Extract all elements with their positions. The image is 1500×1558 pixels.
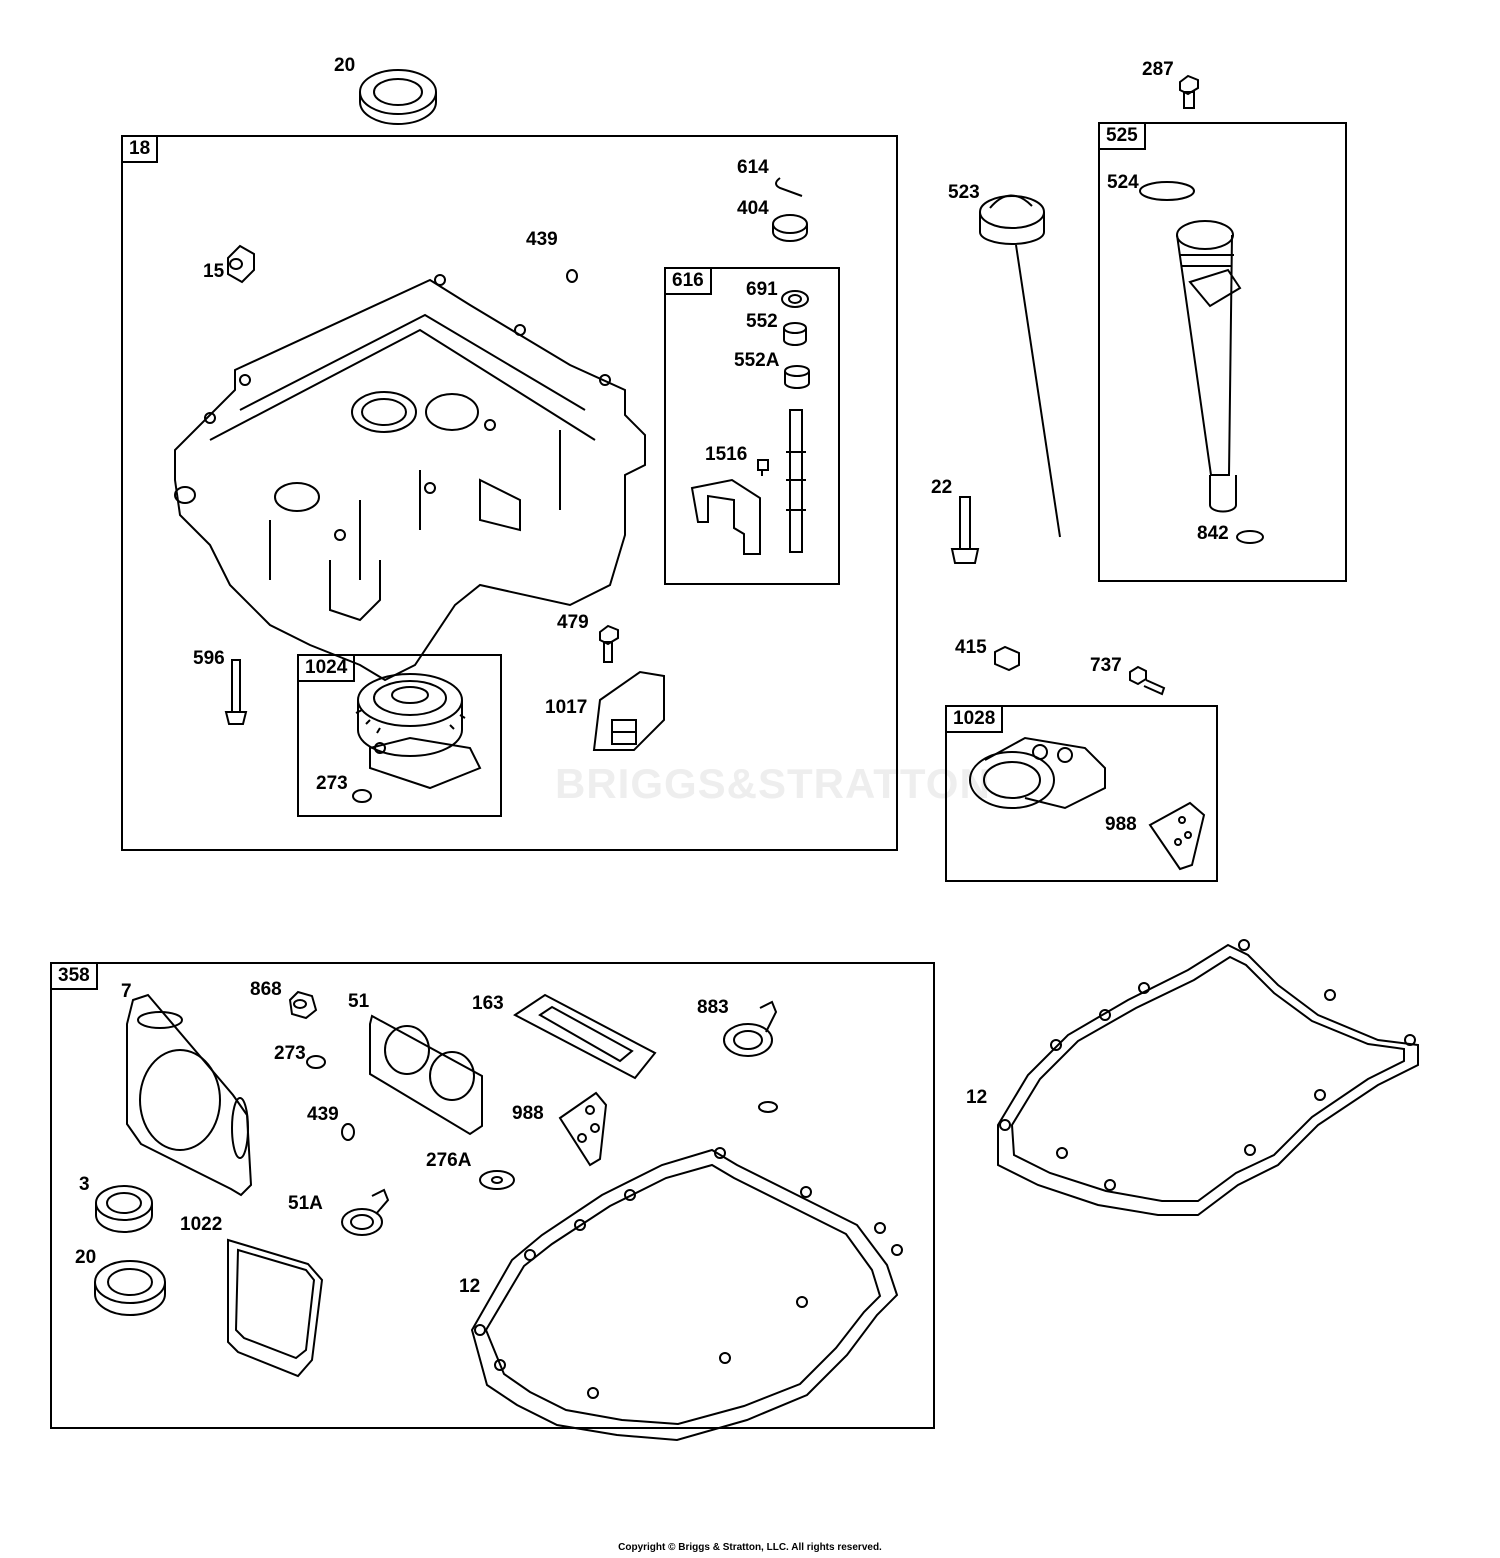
base-gasket-12-right-part xyxy=(997,939,1419,1216)
label-7: 7 xyxy=(121,981,132,1002)
o-ring-842-part xyxy=(1236,530,1264,544)
bracket-part xyxy=(690,478,761,555)
label-691: 691 xyxy=(746,279,778,300)
label-12-bot: 12 xyxy=(459,1276,481,1297)
group-616-box: 616 xyxy=(664,267,840,585)
bolt-287-part xyxy=(1179,74,1199,109)
screw-1516-part xyxy=(757,459,769,476)
head-gasket-7-part xyxy=(126,993,253,1197)
filter-adapter-1028-part xyxy=(969,736,1106,810)
group-616-tag: 616 xyxy=(664,267,712,295)
washer-404-part xyxy=(772,214,808,242)
label-523: 523 xyxy=(948,182,980,203)
ring-439-top-part xyxy=(566,269,578,283)
label-20-top: 20 xyxy=(334,55,356,76)
shaft-part xyxy=(786,409,806,553)
label-883: 883 xyxy=(697,997,729,1018)
group-358-tag: 358 xyxy=(50,962,98,990)
clip-614-part xyxy=(775,177,803,197)
group-525-tag: 525 xyxy=(1098,122,1146,150)
label-404: 404 xyxy=(737,198,769,219)
group-1028-box: 1028 xyxy=(945,705,1218,882)
label-524: 524 xyxy=(1107,172,1139,193)
label-842: 842 xyxy=(1197,523,1229,544)
cap-15-part xyxy=(227,244,255,284)
label-596: 596 xyxy=(193,648,225,669)
label-552A: 552A xyxy=(734,350,780,371)
cap-868-part xyxy=(288,990,318,1020)
seal-3-part xyxy=(95,1185,153,1233)
bolt-596-part xyxy=(224,659,248,725)
label-287: 287 xyxy=(1142,59,1174,80)
label-276A: 276A xyxy=(426,1150,472,1171)
seal-20-bot-part xyxy=(94,1260,166,1316)
group-1024-box: 1024 xyxy=(297,654,502,817)
label-15: 15 xyxy=(203,261,225,282)
label-737: 737 xyxy=(1090,655,1122,676)
label-163: 163 xyxy=(472,993,504,1014)
label-1017: 1017 xyxy=(545,697,588,718)
seal-20-part xyxy=(359,69,437,125)
label-415: 415 xyxy=(955,637,987,658)
bracket-1017-part xyxy=(592,670,665,751)
brand-watermark: BRIGGS&STRATTON xyxy=(555,760,991,807)
label-22: 22 xyxy=(931,477,953,498)
label-273-top: 273 xyxy=(316,773,348,794)
gasket-51A-part xyxy=(341,1188,390,1236)
bushing-552A-part xyxy=(784,365,810,389)
group-358-box: 358 xyxy=(50,962,935,1429)
oil-pump-1024-part xyxy=(355,673,482,790)
label-988-bot: 988 xyxy=(512,1103,544,1124)
bolt-737-part xyxy=(1129,665,1166,696)
group-18-box: 18 xyxy=(121,135,898,851)
bolt-479-part xyxy=(599,624,619,663)
label-1516: 1516 xyxy=(705,444,748,465)
ring-small-part xyxy=(758,1101,778,1113)
group-1028-tag: 1028 xyxy=(945,705,1004,733)
label-439-bot: 439 xyxy=(307,1104,339,1125)
plug-415-part xyxy=(994,645,1020,672)
label-552: 552 xyxy=(746,311,778,332)
washer-276A-part xyxy=(479,1170,515,1190)
o-ring-524-part xyxy=(1139,181,1195,201)
gasket-988-bot-part xyxy=(558,1091,608,1167)
ring-273-top-part xyxy=(352,789,372,803)
label-1022: 1022 xyxy=(180,1214,223,1235)
dipstick-tube-part xyxy=(1176,220,1242,513)
label-12-right: 12 xyxy=(966,1087,988,1108)
ring-439-bot-part xyxy=(341,1123,355,1141)
label-273-bot: 273 xyxy=(274,1043,306,1064)
gasket-163-part xyxy=(513,993,657,1080)
base-gasket-12-bot-part xyxy=(470,1147,903,1442)
label-479: 479 xyxy=(557,612,589,633)
crankcase-part xyxy=(174,274,646,682)
label-614: 614 xyxy=(737,157,769,178)
label-51: 51 xyxy=(348,991,370,1012)
group-18-tag: 18 xyxy=(121,135,159,163)
gasket-883-part xyxy=(723,1000,778,1057)
bushing-552-part xyxy=(783,322,807,346)
gasket-1022-part xyxy=(227,1238,324,1378)
copyright-footer: Copyright © Briggs & Stratton, LLC. All … xyxy=(618,1542,882,1553)
gasket-988-top-part xyxy=(1148,801,1206,871)
label-20-bot: 20 xyxy=(75,1247,97,1268)
label-988-top: 988 xyxy=(1105,814,1137,835)
gasket-51-part xyxy=(369,1014,483,1136)
label-51A: 51A xyxy=(288,1193,323,1214)
dipstick-523-part xyxy=(979,194,1061,538)
label-868: 868 xyxy=(250,979,282,1000)
bolt-22-part xyxy=(950,496,980,564)
label-439-top: 439 xyxy=(526,229,558,250)
ring-273-bot-part xyxy=(306,1055,326,1069)
group-525-box: 525 xyxy=(1098,122,1347,582)
seal-691-part xyxy=(781,290,809,308)
label-3: 3 xyxy=(79,1174,90,1195)
